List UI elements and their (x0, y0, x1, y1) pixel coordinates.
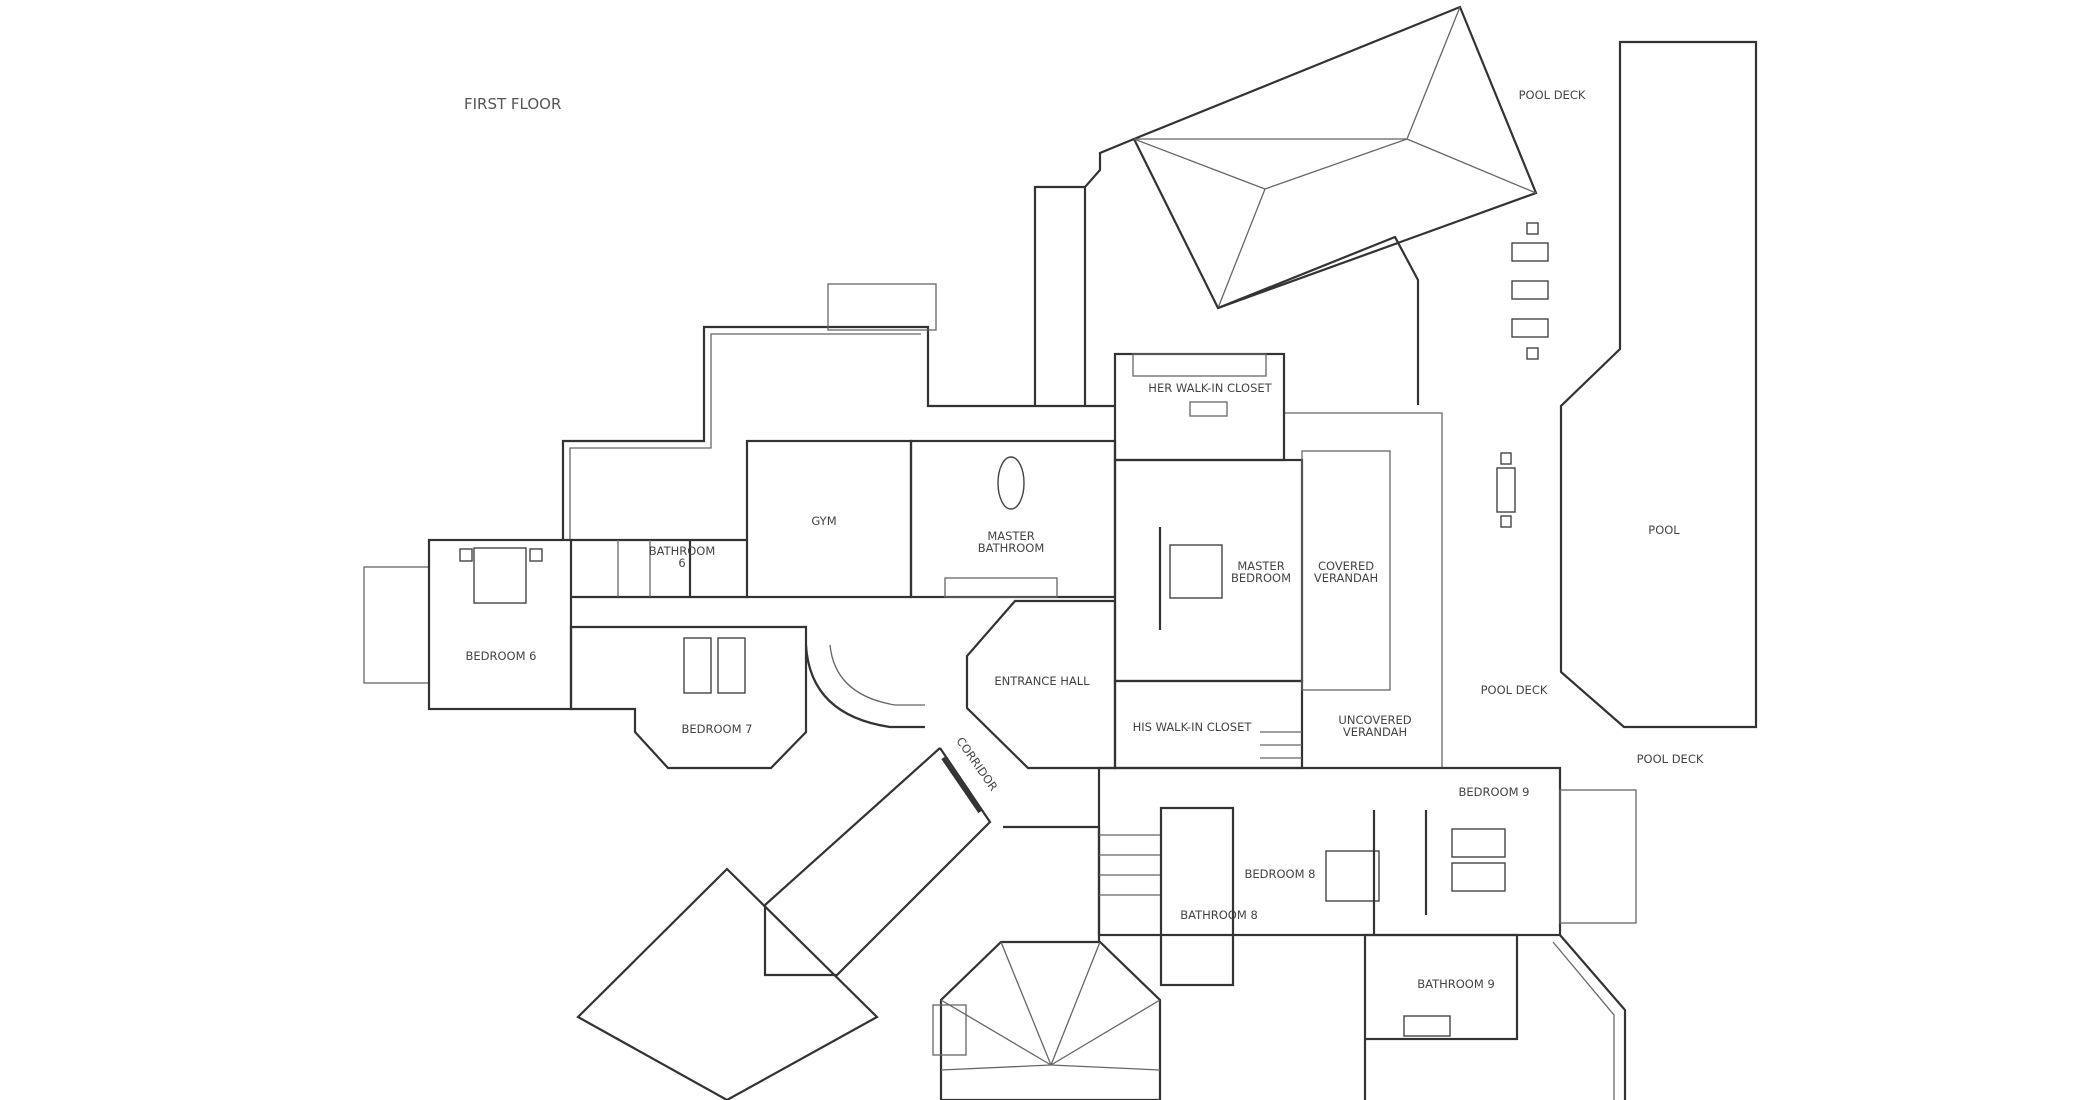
label-uncovered-verandah: UNCOVERED (1338, 713, 1411, 727)
label-master-bedroom: BEDROOM (1231, 571, 1291, 585)
label-bedroom-8: BEDROOM 8 (1245, 867, 1316, 881)
room-bathroom-8 (1159, 806, 1235, 987)
label-covered-verandah: COVERED (1318, 559, 1374, 573)
room-bedroom-6 (363, 538, 573, 711)
label-pool-deck: POOL DECK (1481, 683, 1548, 697)
label-bedroom-6: BEDROOM 6 (466, 649, 537, 663)
gazebo-roof (932, 825, 1162, 1100)
label-bathroom-6: BATHROOM (649, 544, 716, 558)
label-bathroom-9: BATHROOM 9 (1417, 977, 1495, 991)
label-master-bathroom: BATHROOM (978, 541, 1045, 555)
label-pool-deck: POOL DECK (1637, 752, 1704, 766)
floor-title: FIRST FLOOR (464, 95, 561, 113)
label-master-bathroom: MASTER (987, 529, 1034, 543)
terrace-outline (561, 283, 1443, 768)
label-gym: GYM (811, 514, 836, 528)
label-covered-verandah: VERANDAH (1314, 571, 1378, 585)
room-bedrooms-8-9 (1097, 766, 1637, 937)
pool (1496, 40, 1758, 729)
label-master-bedroom: MASTER (1237, 559, 1284, 573)
label-pool-deck: POOL DECK (1519, 88, 1586, 102)
label-pool: POOL (1648, 523, 1680, 537)
label-bedroom-7: BEDROOM 7 (682, 722, 753, 736)
room-master-suite (1113, 352, 1391, 770)
label-uncovered-verandah: VERANDAH (1343, 725, 1407, 739)
room-entrance-hall (965, 599, 1117, 770)
label-bathroom-6: 6 (678, 556, 685, 570)
label-bedroom-9: BEDROOM 9 (1459, 785, 1530, 799)
room-bathroom-6 (571, 538, 747, 599)
room-bedroom-7 (569, 625, 808, 770)
label-her-walk-in-closet: HER WALK-IN CLOSET (1148, 381, 1272, 395)
spiral-staircase (804, 644, 925, 729)
label-entrance-hall: ENTRANCE HALL (994, 674, 1090, 688)
roof-southwest (576, 747, 992, 1100)
label-bathroom-8: BATHROOM 8 (1180, 908, 1258, 922)
label-his-walk-in-closet: HIS WALK-IN CLOSET (1133, 720, 1253, 734)
roof-northeast (1033, 5, 1538, 405)
room-bathroom-9 (1363, 933, 1627, 1100)
room-master-bathroom (909, 439, 1117, 599)
